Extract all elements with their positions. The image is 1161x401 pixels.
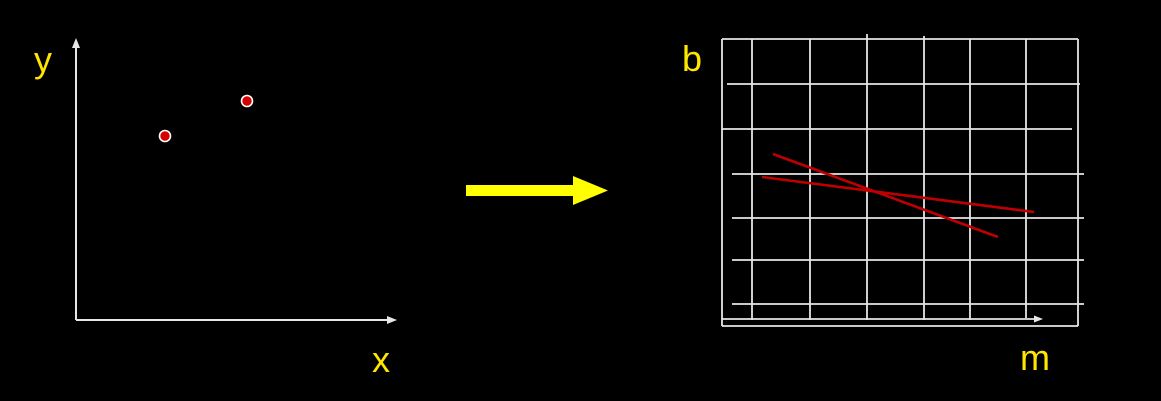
point-2 — [240, 94, 254, 108]
m-axis-arrowhead — [1034, 315, 1043, 323]
x-axis-label: x — [372, 339, 390, 380]
b-axis-label: b — [682, 38, 702, 79]
parameter-space-panel: b m — [682, 34, 1084, 378]
y-axis-label: y — [34, 39, 52, 80]
y-axis-arrowhead — [72, 38, 80, 48]
point-1 — [158, 129, 172, 143]
right-arrow-icon — [466, 176, 608, 205]
line-from-point-2 — [761, 175, 1035, 214]
x-axis-arrowhead — [387, 316, 397, 324]
line-from-point-1 — [772, 152, 999, 239]
arrow-head — [573, 176, 608, 205]
m-axis-label: m — [1020, 337, 1050, 378]
arrow-shaft — [466, 185, 576, 196]
data-space-panel: y x — [34, 38, 397, 380]
accumulator-grid — [721, 34, 1084, 327]
